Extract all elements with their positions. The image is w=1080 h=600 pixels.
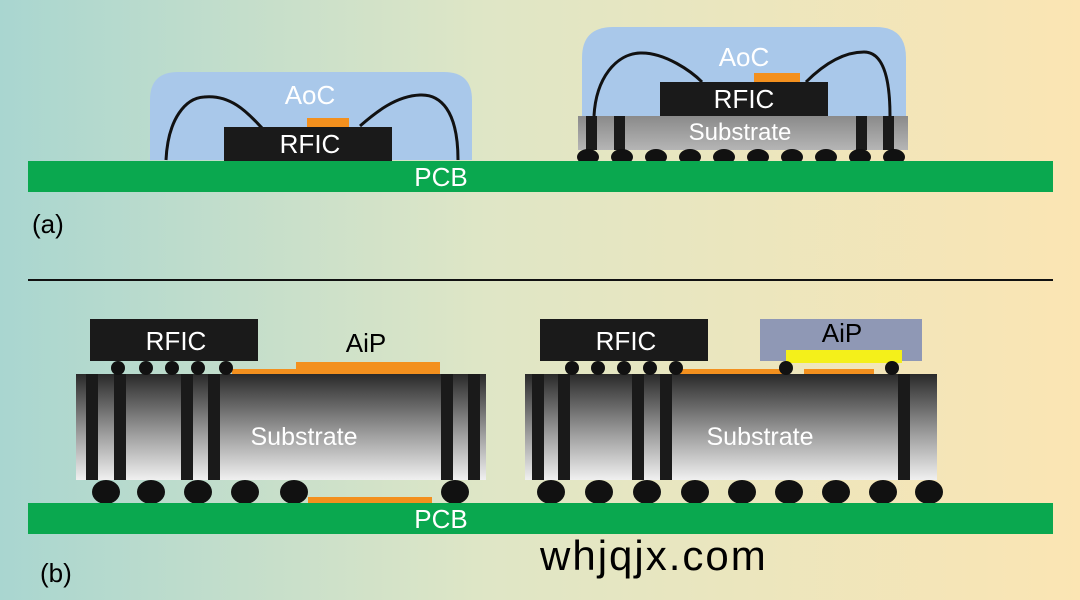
- antenna-pad: [754, 73, 800, 82]
- via: [856, 116, 867, 150]
- via: [441, 374, 453, 480]
- panel-a-caption: (a): [32, 209, 64, 239]
- bump: [617, 361, 631, 375]
- via: [86, 374, 98, 480]
- bump: [779, 361, 793, 375]
- solder-ball: [231, 480, 259, 504]
- panel-b-left-package: RFIC AiP Substrate: [76, 319, 486, 504]
- via: [208, 374, 220, 480]
- via: [614, 116, 625, 150]
- antenna-pad: [307, 118, 349, 127]
- bond-wire-right: [804, 50, 892, 117]
- bumps: [111, 361, 233, 375]
- rfic-chip: [660, 82, 828, 116]
- pcb-label: PCB: [414, 504, 467, 534]
- antenna-patch: [296, 362, 440, 374]
- solder-ball: [869, 480, 897, 504]
- pcb-board: [28, 503, 1053, 534]
- bump: [643, 361, 657, 375]
- rfic-label: RFIC: [596, 326, 657, 356]
- rfic-label: RFIC: [714, 84, 775, 114]
- solder-ball: [915, 480, 943, 504]
- solder-ball: [137, 480, 165, 504]
- substrate: [525, 374, 937, 480]
- bump: [669, 361, 683, 375]
- bottom-trace: [308, 497, 432, 503]
- via: [181, 374, 193, 480]
- via: [586, 116, 597, 150]
- solder-ball: [184, 480, 212, 504]
- rfic-label: RFIC: [146, 326, 207, 356]
- solder-ball: [775, 480, 803, 504]
- via: [898, 374, 910, 480]
- via: [558, 374, 570, 480]
- substrate-label: Substrate: [689, 119, 792, 146]
- top-trace: [804, 369, 874, 374]
- antenna-die: [786, 350, 902, 363]
- aoc-label: AoC: [285, 80, 336, 110]
- panel-b-right-package: AiP RFIC Substrate: [525, 318, 943, 504]
- rfic-label: RFIC: [280, 129, 341, 159]
- bump: [565, 361, 579, 375]
- via: [632, 374, 644, 480]
- panel-a-left-package: RFIC AoC: [150, 72, 472, 161]
- bump: [111, 361, 125, 375]
- solder-ball: [537, 480, 565, 504]
- panel-b-caption: (b): [40, 558, 72, 588]
- solder-ball: [92, 480, 120, 504]
- top-trace: [676, 369, 786, 374]
- via: [883, 116, 894, 150]
- watermark-text: whjqjx.com: [539, 532, 768, 579]
- solder-ball: [681, 480, 709, 504]
- bumps: [565, 361, 899, 375]
- solder-ball: [728, 480, 756, 504]
- rfic-chip: [540, 319, 708, 361]
- bump: [885, 361, 899, 375]
- aip-label: AiP: [346, 328, 386, 358]
- panel-a-right-package: RFIC AoC Substrate: [577, 27, 908, 165]
- substrate-label: Substrate: [250, 423, 357, 451]
- via: [468, 374, 480, 480]
- bond-wire-left: [164, 95, 264, 161]
- bump: [219, 361, 233, 375]
- panel-b: RFIC AiP Substrate: [28, 318, 1053, 588]
- rfic-chip: [224, 127, 392, 161]
- substrate: [76, 374, 486, 480]
- solder-ball: [822, 480, 850, 504]
- solder-balls: [92, 480, 469, 504]
- bond-wire-right: [359, 93, 460, 161]
- bump: [591, 361, 605, 375]
- solder-ball: [633, 480, 661, 504]
- rfic-chip: [90, 319, 258, 361]
- aoc-label: AoC: [719, 42, 770, 72]
- panel-a: RFIC AoC RFIC AoC Substrate: [28, 27, 1053, 239]
- substrate: [578, 116, 908, 150]
- via: [660, 374, 672, 480]
- via: [532, 374, 544, 480]
- solder-ball: [280, 480, 308, 504]
- pcb-board: [28, 161, 1053, 192]
- solder-balls: [537, 480, 943, 504]
- aip-label: AiP: [822, 318, 862, 348]
- bump: [165, 361, 179, 375]
- top-trace: [232, 369, 302, 374]
- solder-ball: [441, 480, 469, 504]
- via: [114, 374, 126, 480]
- substrate-label: Substrate: [706, 423, 813, 451]
- solder-ball: [585, 480, 613, 504]
- pcb-label: PCB: [414, 162, 467, 192]
- bump: [139, 361, 153, 375]
- bond-wire-left: [592, 51, 704, 117]
- bump: [191, 361, 205, 375]
